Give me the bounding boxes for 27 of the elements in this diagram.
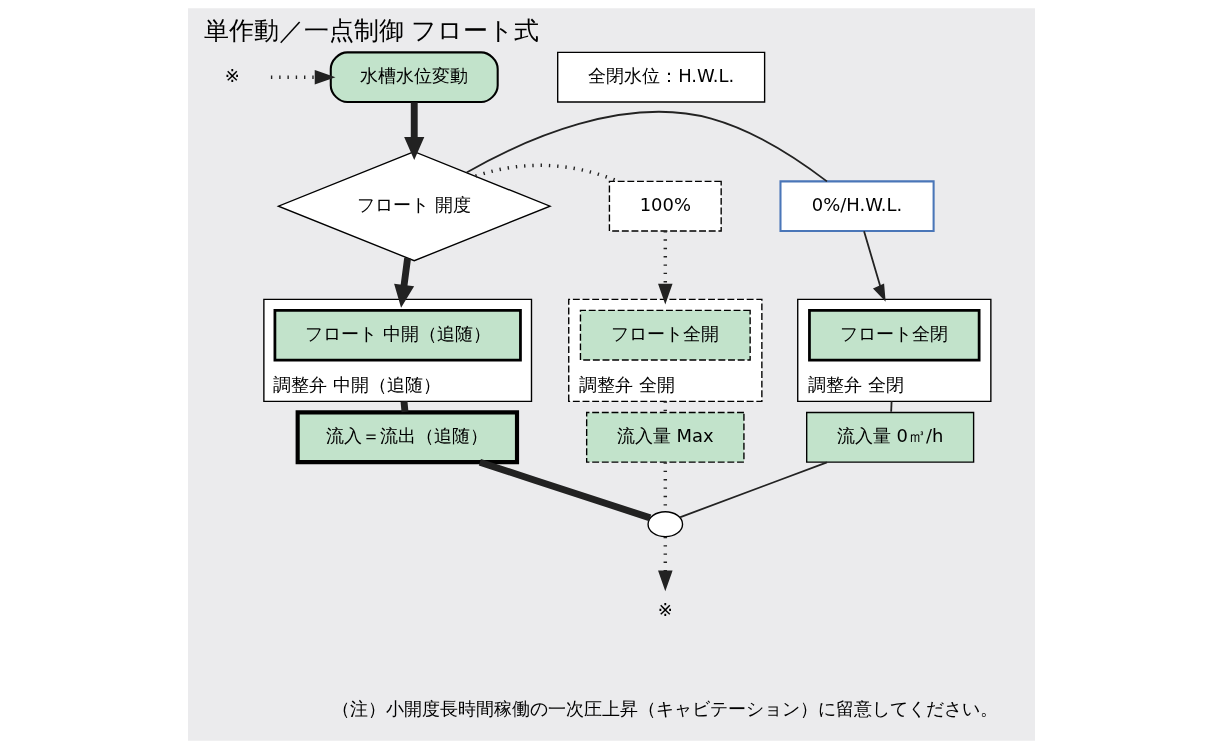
connector [400,401,409,413]
label: （注）小開度長時間稼働の一次圧上昇（キャビテーション）に留意してください。 [332,698,999,720]
arrow [270,69,336,85]
diagram-title: 単作動／一点制御 フロート式 [203,16,540,46]
node-box: フロート全閉 [808,308,981,362]
node-text: ※ [657,598,673,620]
node-box: 流入＝流出（追随） [295,410,520,465]
node-box: 全閉水位：H.W.L. [557,51,766,103]
node-box: フロート 中開（追随） [273,308,522,362]
connector [478,459,652,522]
node-box: 流入量 Max [585,411,745,463]
arrow [658,231,673,305]
node-box: 流入量 0㎥/h [806,411,975,463]
connector [465,111,828,183]
node-box: 0%/H.W.L. [779,180,935,233]
arrow [863,230,886,302]
node-diamond: フロート 開度 [276,150,552,262]
arrow [658,536,673,592]
node-box: 100% [608,180,722,232]
connector [678,461,828,519]
node-circle [647,511,684,538]
node-box: フロート全開 [579,309,751,361]
arrow [394,257,415,308]
connector [663,401,668,412]
arrow [404,102,425,160]
node-text: ※ [224,64,240,86]
node-box: 水槽水位変動 [329,51,499,104]
